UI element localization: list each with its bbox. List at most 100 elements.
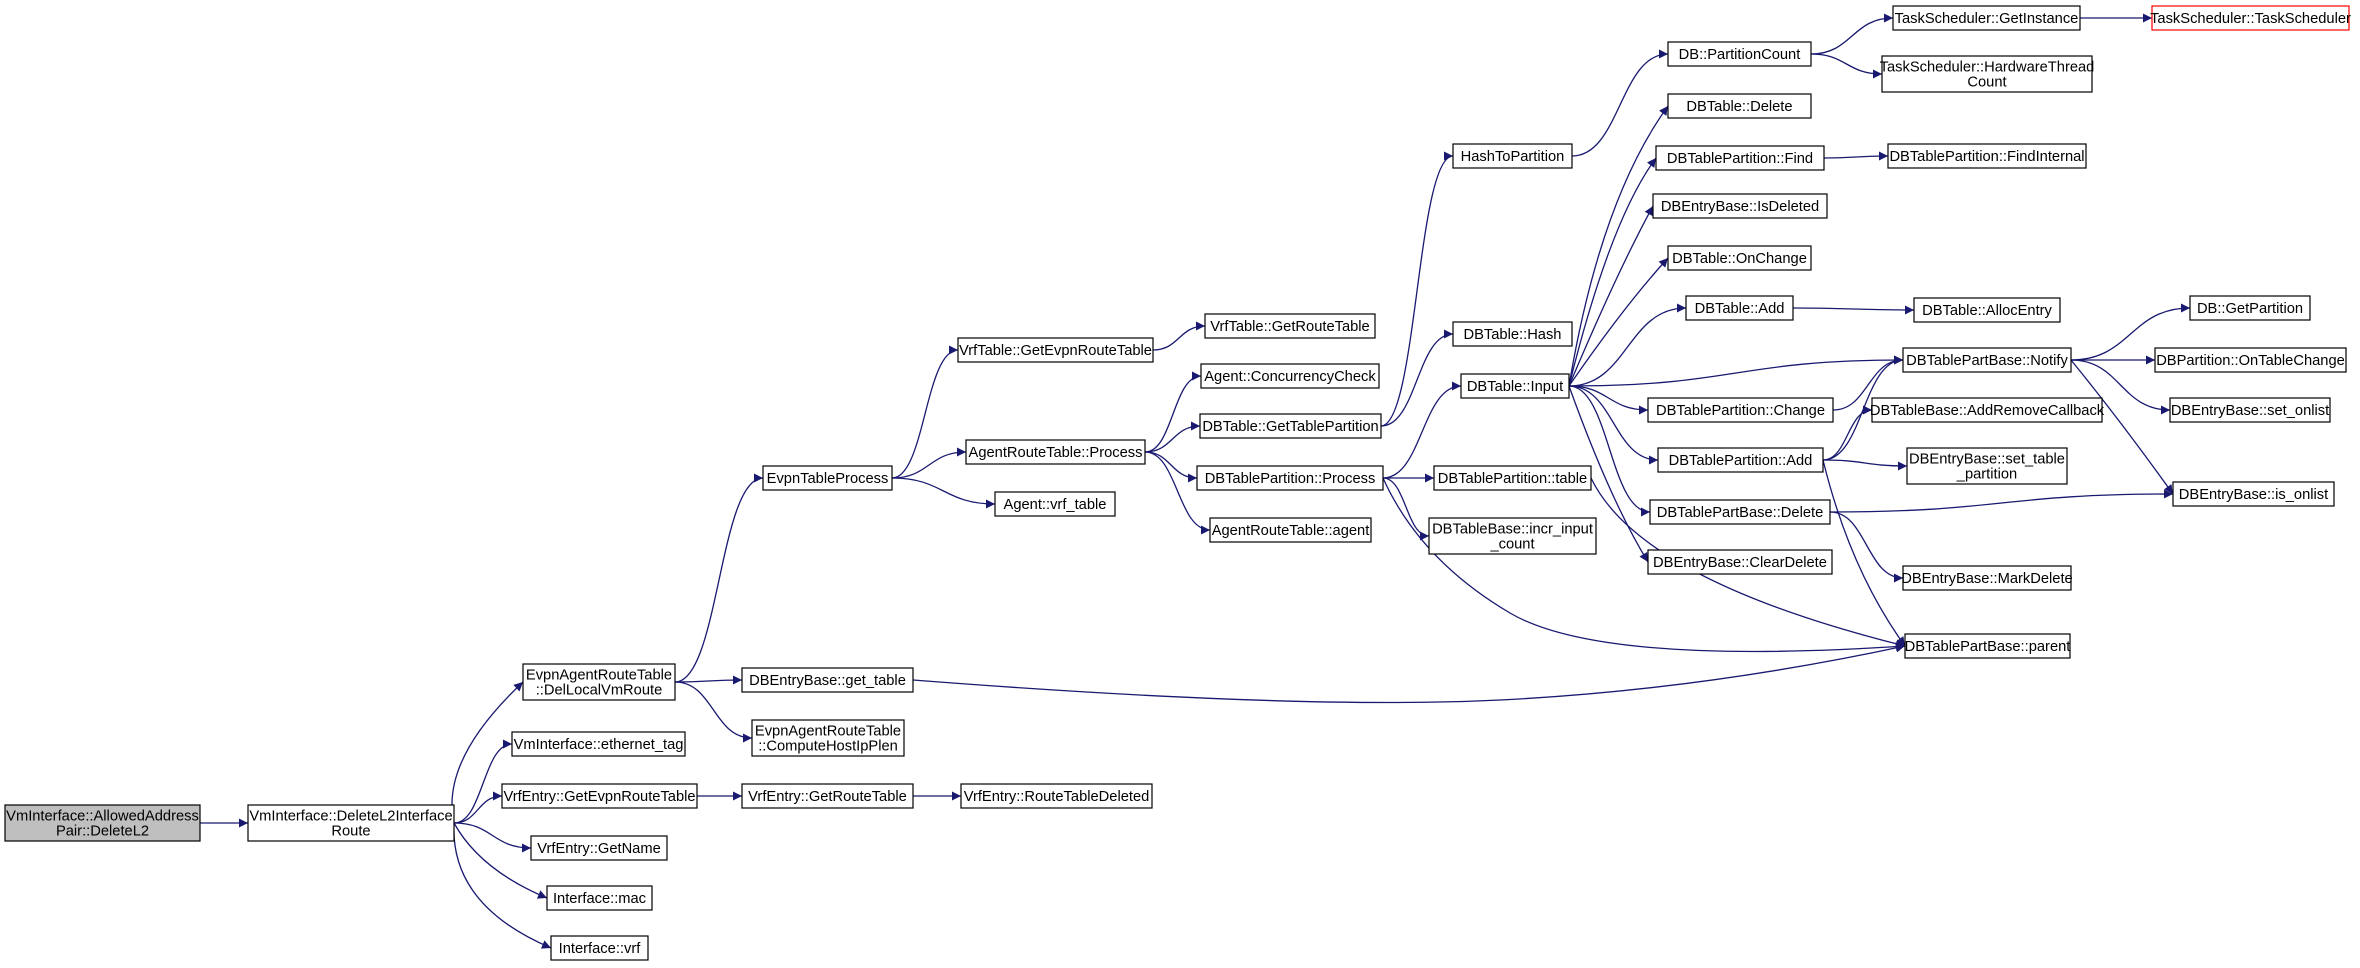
node-vrf-get-rt[interactable]: VrfEntry::GetRouteTable [741,783,914,809]
node-set-table-part[interactable]: DBEntryBase::set_table_partition [1906,447,2068,485]
node-label: VmInterface::AllowedAddress [6,809,199,825]
node-label: VmInterface::DeleteL2Interface [249,809,452,825]
node-box [2151,5,2350,31]
edge-del-l2-if-to-vrf-get-name [453,822,532,853]
node-label: DBTable::Input [1467,379,1563,395]
node-label: DBTablePartition::Process [1205,471,1376,487]
edge-dbtpb-notify-to-db-get-part [2070,303,2191,361]
edge-dbtp-add-to-set-table-part [1822,459,1908,471]
node-ts-get-instance[interactable]: TaskScheduler::GetInstance [1892,5,2081,31]
node-get-table-part[interactable]: DBTable::GetTablePartition [1199,413,1382,439]
node-dbtpb-parent[interactable]: DBTablePartBase::parent [1904,633,2071,659]
node-alloc-entry[interactable]: DBTable::AllocEntry [1913,297,2061,323]
node-dbtpb-delete[interactable]: DBTablePartBase::Delete [1649,499,1831,525]
node-label: DBTablePartBase::Notify [1906,353,2068,369]
node-box [501,783,698,809]
node-get-evpn-rt[interactable]: VrfEntry::GetEvpnRouteTable [501,783,698,809]
node-db-part-count[interactable]: DB::PartitionCount [1667,41,1812,67]
node-vt-get-evpn[interactable]: VrfTable::GetEvpnRouteTable [957,337,1154,363]
node-box [1667,93,1812,119]
edge-agent-rt-process-to-get-table-part [1144,421,1201,453]
node-if-vrf[interactable]: Interface::vrf [550,935,649,961]
node-ts-ctor[interactable]: TaskScheduler::TaskScheduler [2150,5,2351,31]
node-is-deleted[interactable]: DBEntryBase::IsDeleted [1652,193,1828,219]
edge-get-table-part-to-dbt-hash [1380,329,1454,427]
node-dbt-input[interactable]: DBTable::Input [1460,373,1570,399]
node-box [1913,297,2061,323]
node-concurrency[interactable]: Agent::ConcurrencyCheck [1200,363,1380,389]
node-box [247,804,455,842]
node-on-table-change[interactable]: DBPartition::OnTableChange [2154,347,2347,373]
node-box [546,885,653,911]
node-dbtp-table[interactable]: DBTablePartition::table [1433,465,1592,491]
node-dbtp-find[interactable]: DBTablePartition::Find [1655,145,1825,171]
node-art-agent[interactable]: AgentRouteTable::agent [1209,517,1372,543]
node-box [1452,143,1573,169]
node-dbt-hash[interactable]: DBTable::Hash [1452,321,1573,347]
node-db-get-part[interactable]: DB::GetPartition [2189,295,2311,321]
edge-agent-rt-process-to-dbtp-process [1144,451,1198,483]
edge-vt-get-evpn-to-vt-get-rt [1152,321,1206,351]
node-label: ::DelLocalVmRoute [536,683,663,699]
node-box [1647,549,1833,575]
node-set-onlist[interactable]: DBEntryBase::set_onlist [2169,397,2331,423]
node-find-internal[interactable]: DBTablePartition::FindInternal [1887,143,2087,169]
node-label: DBTable::GetTablePartition [1202,419,1378,435]
node-label: DBEntryBase::is_onlist [2179,487,2328,503]
node-box [2169,397,2331,423]
node-vrf-get-name[interactable]: VrfEntry::GetName [530,835,668,861]
node-box [530,835,668,861]
node-box [522,663,676,701]
node-add-remove-cb[interactable]: DBTableBase::AddRemoveCallback [1870,397,2105,423]
node-label: DBPartition::OnTableChange [2156,353,2345,369]
node-label: DBTablePartBase::Delete [1657,505,1824,521]
node-dbt-add[interactable]: DBTable::Add [1685,295,1794,321]
node-box [1667,245,1812,271]
node-agent-rt-process[interactable]: AgentRouteTable::Process [965,439,1146,465]
node-compute-host[interactable]: EvpnAgentRouteTable::ComputeHostIpPlen [751,719,905,757]
node-evpn-table-process[interactable]: EvpnTableProcess [762,465,893,491]
node-box [1657,447,1824,473]
node-label: AgentRouteTable::Process [969,445,1143,461]
node-mark-delete[interactable]: DBEntryBase::MarkDelete [1901,565,2073,591]
node-clear-delete[interactable]: DBEntryBase::ClearDelete [1647,549,1833,575]
edge-get-table-part-to-hash-to-part [1380,151,1454,427]
node-evpn-del-local[interactable]: EvpnAgentRouteTable::DelLocalVmRoute [522,663,676,701]
node-incr-input[interactable]: DBTableBase::incr_input_count [1428,517,1597,555]
node-box [762,465,893,491]
edge-db-part-count-to-ts-get-instance [1810,13,1894,55]
node-is-onlist[interactable]: DBEntryBase::is_onlist [2172,481,2335,507]
node-dbtp-change[interactable]: DBTablePartition::Change [1647,397,1834,423]
node-box [2189,295,2311,321]
node-dbtp-process[interactable]: DBTablePartition::Process [1196,465,1384,491]
node-agent-vrf-table[interactable]: Agent::vrf_table [994,491,1116,517]
node-label: Count [1967,75,2006,91]
edge-dbtpb-notify-to-is-onlist [2070,359,2174,495]
edge-agent-rt-process-to-concurrency [1144,371,1202,453]
node-dbtp-add[interactable]: DBTablePartition::Add [1657,447,1824,473]
node-hash-to-part[interactable]: HashToPartition [1452,143,1573,169]
edge-dbtpb-delete-to-mark-delete [1829,511,1904,583]
node-label: TaskScheduler::GetInstance [1895,11,2079,27]
edge-dbt-input-to-dbt-add [1568,303,1687,387]
node-label: DBTablePartition::Add [1669,453,1813,469]
node-ethernet-tag[interactable]: VmInterface::ethernet_tag [511,731,686,757]
node-box [751,719,905,757]
node-box [2172,481,2335,507]
node-if-mac[interactable]: Interface::mac [546,885,653,911]
node-dbt-delete[interactable]: DBTable::Delete [1667,93,1812,119]
edge-del-l2-if-to-if-vrf [453,822,552,949]
node-box [2154,347,2347,373]
node-label: VrfEntry::GetRouteTable [748,789,907,805]
node-root[interactable]: VmInterface::AllowedAddressPair::DeleteL… [4,804,201,842]
node-box [1199,413,1382,439]
node-dbt-onchange[interactable]: DBTable::OnChange [1667,245,1812,271]
node-box [1902,565,2072,591]
node-vt-get-rt[interactable]: VrfTable::GetRouteTable [1204,313,1376,339]
node-get-table[interactable]: DBEntryBase::get_table [741,667,914,693]
node-label: DBEntryBase::ClearDelete [1653,555,1827,571]
node-dbtpb-notify[interactable]: DBTablePartBase::Notify [1902,347,2072,373]
node-rt-deleted[interactable]: VrfEntry::RouteTableDeleted [960,783,1153,809]
